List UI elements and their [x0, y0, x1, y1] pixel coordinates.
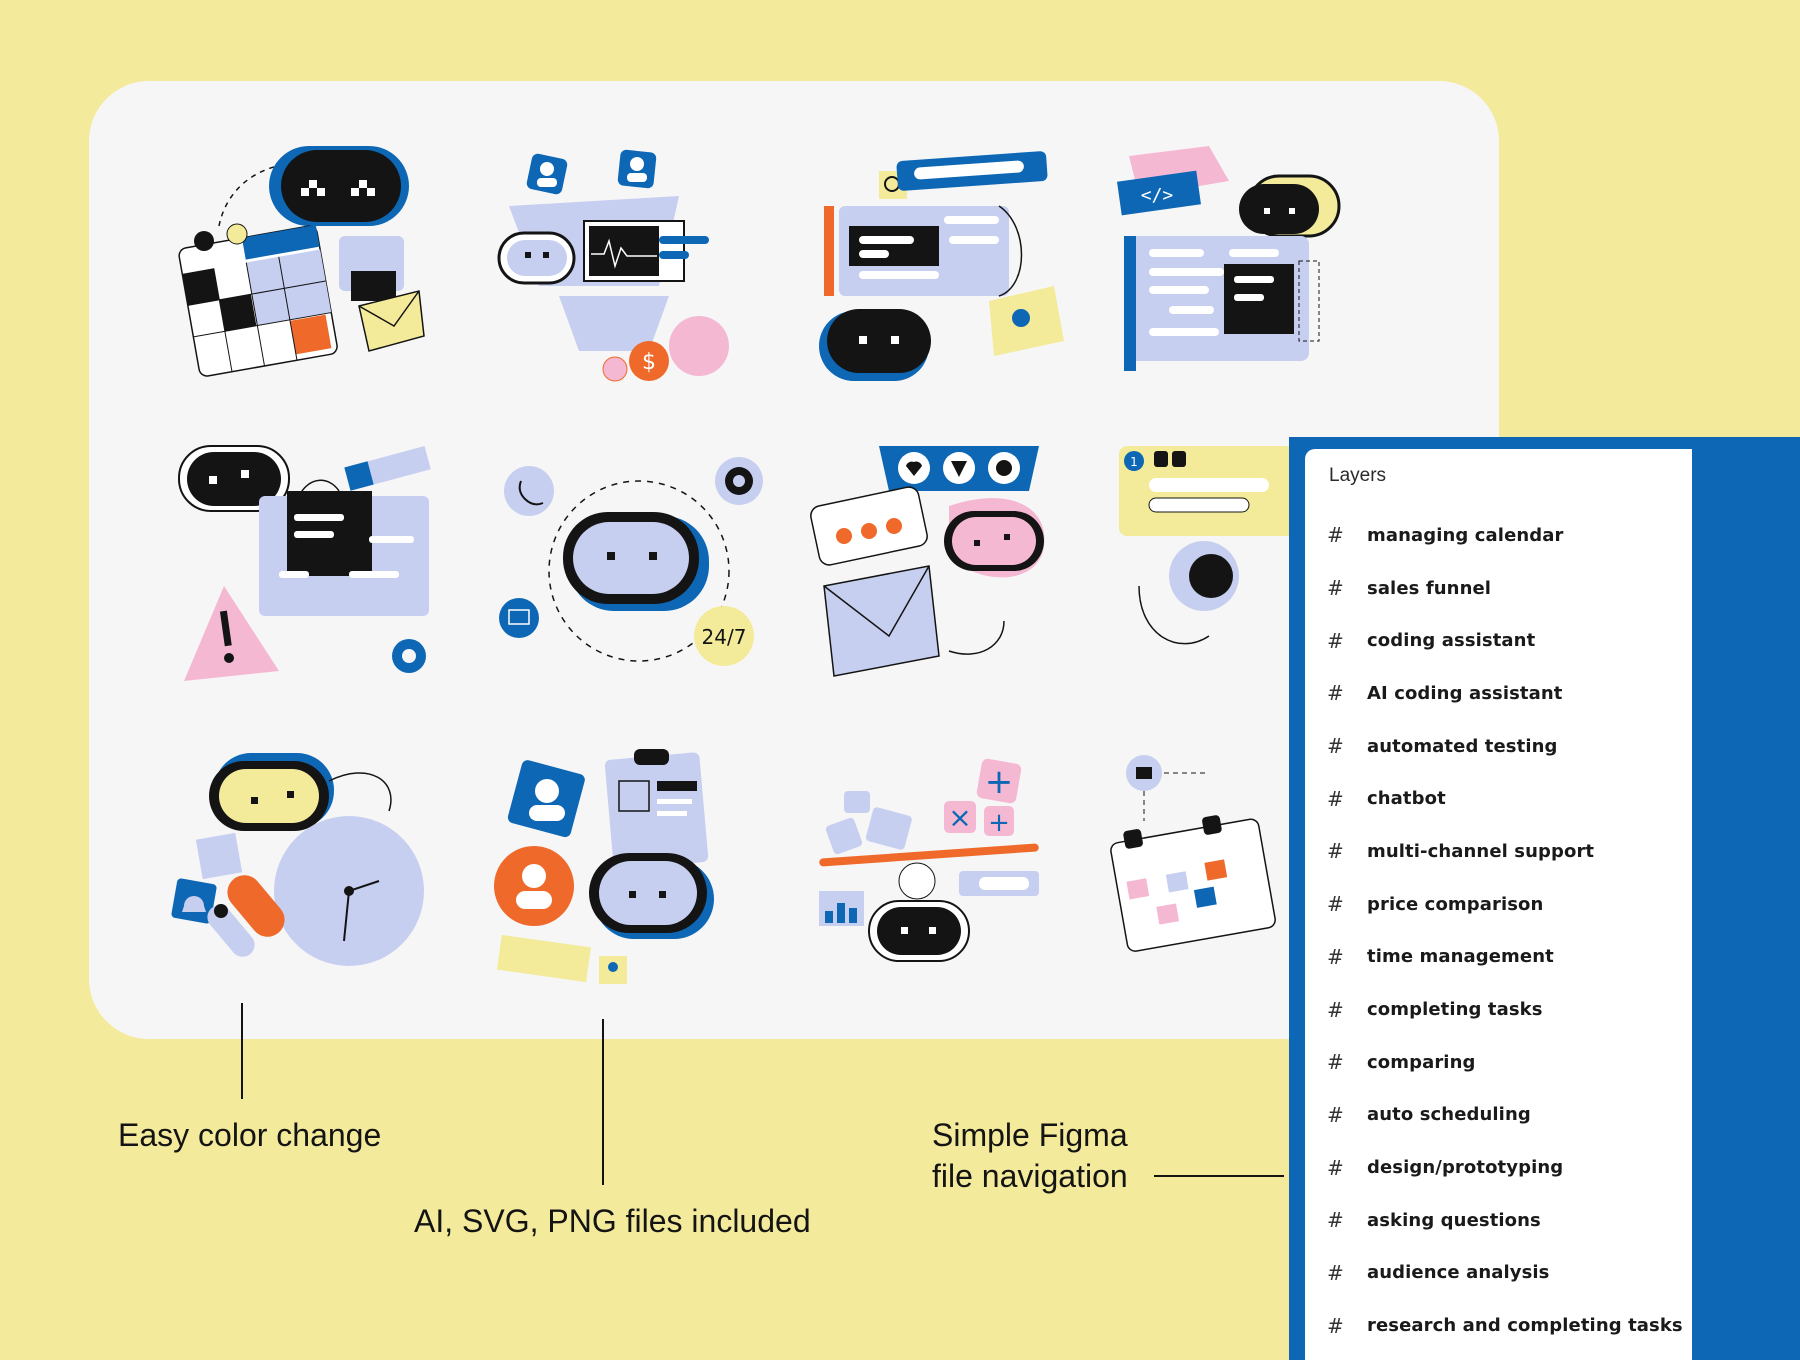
automated-testing-illustration: [169, 436, 469, 696]
dollar-symbol: $: [642, 350, 656, 375]
sales-funnel-illustration: $: [489, 136, 789, 396]
frame-hash-icon: #: [1327, 839, 1344, 864]
chatbot-illustration: 24/7: [489, 436, 789, 696]
layer-item[interactable]: # research and completing tasks: [1327, 1299, 1687, 1352]
frame-hash-icon: #: [1327, 892, 1344, 917]
frame-hash-icon: #: [1327, 628, 1344, 653]
layer-label: audience analysis: [1367, 1262, 1550, 1284]
layer-label: sales funnel: [1367, 577, 1492, 599]
multi-channel-support-illustration: [799, 436, 1099, 696]
completing-tasks-illustration: [489, 741, 789, 1001]
layer-label: managing calendar: [1367, 524, 1564, 546]
connector-line-files: [602, 1019, 604, 1185]
caption-figma-navigation-line1: Simple Figma: [932, 1117, 1128, 1153]
svg-text:×: ×: [948, 801, 971, 834]
frame-hash-icon: #: [1327, 576, 1344, 601]
connector-line-figma: [1154, 1175, 1284, 1177]
layer-label: auto scheduling: [1367, 1104, 1531, 1126]
layer-label: automated testing: [1367, 735, 1558, 757]
layer-label: design/prototyping: [1367, 1157, 1564, 1179]
caption-files-included: AI, SVG, PNG files included: [414, 1203, 811, 1239]
notification-count: 1: [1130, 455, 1138, 469]
layer-item[interactable]: # coding assistant: [1327, 614, 1687, 667]
layer-item[interactable]: # multi-channel support: [1327, 825, 1687, 878]
layer-item[interactable]: # price comparison: [1327, 878, 1687, 931]
svg-text:+: +: [988, 808, 1010, 838]
layer-label: time management: [1367, 946, 1554, 968]
layer-item[interactable]: # completing tasks: [1327, 983, 1687, 1036]
layer-label: research and completing tasks: [1367, 1315, 1683, 1337]
layer-label: chatbot: [1367, 788, 1446, 810]
layer-label: multi-channel support: [1367, 840, 1595, 862]
frame-hash-icon: #: [1327, 786, 1344, 811]
layer-item[interactable]: # auto scheduling: [1327, 1089, 1687, 1142]
frame-hash-icon: #: [1327, 1050, 1344, 1075]
layers-panel: Layers # managing calendar # sales funnel …: [1305, 449, 1692, 1360]
layers-panel-title: Layers: [1329, 465, 1387, 486]
svg-text:+: +: [985, 762, 1014, 802]
frame-hash-icon: #: [1327, 523, 1344, 548]
connector-line-color: [241, 1003, 243, 1099]
caption-figma-navigation-line2: file navigation: [932, 1158, 1128, 1194]
layer-item[interactable]: # AI coding assistant: [1327, 667, 1687, 720]
svg-text:</>: </>: [1141, 185, 1174, 206]
layer-label: coding assistant: [1367, 630, 1536, 652]
frame-hash-icon: #: [1327, 681, 1344, 706]
frame-hash-icon: #: [1327, 734, 1344, 759]
frame-hash-icon: #: [1327, 944, 1344, 969]
frame-hash-icon: #: [1327, 1155, 1344, 1180]
layer-item[interactable]: # design/prototyping: [1327, 1141, 1687, 1194]
layer-item[interactable]: # time management: [1327, 931, 1687, 984]
layer-label: completing tasks: [1367, 999, 1543, 1021]
frame-hash-icon: #: [1327, 1260, 1344, 1285]
price-comparison-illustration: 1: [1109, 436, 1409, 696]
frame-hash-icon: #: [1327, 1102, 1344, 1127]
layer-item[interactable]: # audience analysis: [1327, 1247, 1687, 1300]
frame-hash-icon: #: [1327, 1313, 1344, 1338]
ai-coding-assistant-illustration: </>: [1109, 136, 1409, 396]
managing-calendar-illustration: [169, 136, 469, 396]
layer-label: price comparison: [1367, 893, 1544, 915]
layer-item[interactable]: # automated testing: [1327, 720, 1687, 773]
support-badge-text: 24/7: [702, 625, 747, 649]
coding-assistant-illustration: [799, 136, 1099, 396]
frame-hash-icon: #: [1327, 997, 1344, 1022]
caption-easy-color-change: Easy color change: [118, 1117, 382, 1153]
comparing-illustration: + × +: [799, 741, 1099, 1001]
layer-label: comparing: [1367, 1051, 1476, 1073]
illustration-preview-card: $ </>: [89, 81, 1499, 1039]
layer-item[interactable]: # chatbot: [1327, 772, 1687, 825]
frame-hash-icon: #: [1327, 1208, 1344, 1233]
layer-label: AI coding assistant: [1367, 682, 1563, 704]
layer-list: # managing calendar # sales funnel # coding…: [1327, 509, 1687, 1352]
layer-item[interactable]: # managing calendar: [1327, 509, 1687, 562]
layer-item[interactable]: # comparing: [1327, 1036, 1687, 1089]
layer-label: asking questions: [1367, 1209, 1541, 1231]
time-management-illustration: [169, 741, 469, 1001]
auto-scheduling-illustration: [1109, 741, 1409, 1001]
layer-item[interactable]: # sales funnel: [1327, 562, 1687, 615]
layer-item[interactable]: # asking questions: [1327, 1194, 1687, 1247]
